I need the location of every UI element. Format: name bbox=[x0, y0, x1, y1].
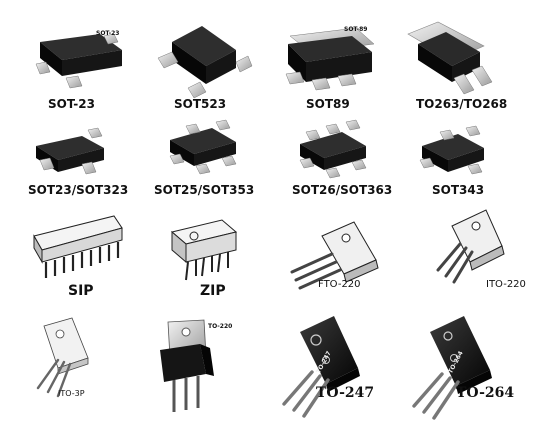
to-264-drawing bbox=[412, 316, 492, 420]
to-247-label: TO-247 bbox=[316, 385, 375, 401]
to-264-label: TO-264 bbox=[456, 385, 515, 401]
sot343-drawing bbox=[419, 125, 484, 175]
sot25-sot353-drawing bbox=[169, 119, 237, 175]
sot89-marking: SOT-89 bbox=[344, 26, 368, 33]
sip-label: SIP bbox=[68, 283, 94, 299]
ito-220-label: ITO-220 bbox=[486, 279, 526, 290]
to263-label: TO263/TO268 bbox=[416, 97, 508, 111]
zip-drawing bbox=[170, 219, 238, 281]
sot523-drawing bbox=[157, 26, 253, 99]
sot89-drawing bbox=[285, 27, 375, 91]
sot25-sot353-label: SOT25/SOT353 bbox=[154, 183, 255, 197]
to263-drawing bbox=[407, 21, 493, 95]
ito-3p-label: ITO-3P bbox=[58, 389, 85, 398]
fto-220-drawing bbox=[290, 221, 379, 290]
ito-220-drawing bbox=[436, 209, 505, 284]
ito-3p-drawing bbox=[36, 317, 89, 398]
sot23-sot323-drawing bbox=[36, 127, 104, 175]
sot23-sot323-label: SOT23/SOT323 bbox=[28, 183, 129, 197]
sot-23-drawing bbox=[35, 33, 122, 89]
fto-220-label: FTO-220 bbox=[318, 279, 361, 290]
sot523-label: SOT523 bbox=[174, 97, 227, 111]
to-220-drawing bbox=[160, 319, 214, 412]
sot89-label: SOT89 bbox=[306, 97, 350, 111]
sot343-label: SOT343 bbox=[432, 183, 485, 197]
to-220-marking: TO-220 bbox=[208, 323, 233, 330]
sot-23-marking: SOT-23 bbox=[96, 30, 120, 37]
sot26-sot363-drawing bbox=[299, 119, 367, 179]
sot-23-label: SOT-23 bbox=[48, 97, 95, 111]
zip-label: ZIP bbox=[200, 283, 226, 299]
to-247-drawing bbox=[282, 316, 360, 418]
sip-drawing bbox=[33, 215, 123, 278]
sot26-sot363-label: SOT26/SOT363 bbox=[292, 183, 393, 197]
